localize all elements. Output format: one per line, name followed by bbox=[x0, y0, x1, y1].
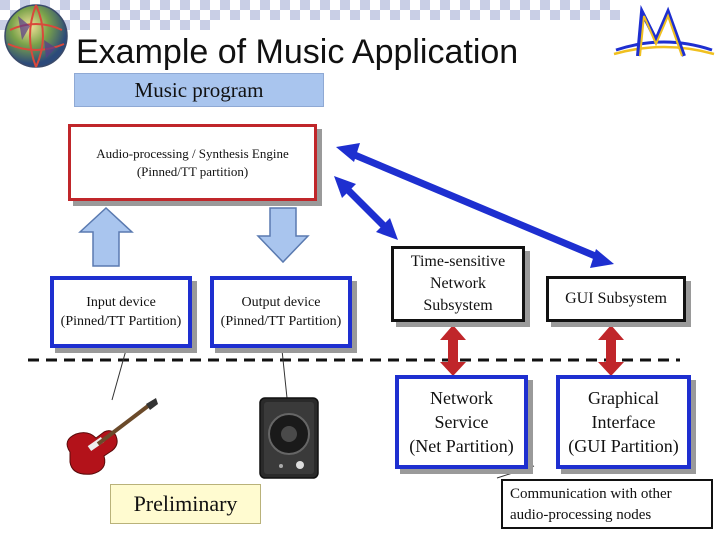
comm-line1: Communication with other bbox=[510, 486, 672, 502]
net-line2: Service bbox=[434, 412, 489, 432]
output-device-title: Output device bbox=[241, 295, 321, 310]
net-line1: Network bbox=[430, 388, 493, 408]
gfx-line2: Interface bbox=[591, 412, 656, 432]
globe-logo-icon bbox=[4, 4, 68, 68]
gui-subsystem-label: GUI Subsystem bbox=[565, 290, 667, 307]
output-device-partition: (Pinned/TT Partition) bbox=[220, 314, 342, 329]
network-service-box: Network Service (Net Partition) bbox=[395, 375, 528, 469]
up-arrow-icon bbox=[78, 206, 134, 267]
engine-partition: (Pinned/TT partition) bbox=[136, 163, 249, 179]
down-arrow-icon bbox=[256, 207, 310, 264]
output-device-box: Output device (Pinned/TT Partition) bbox=[210, 276, 352, 348]
engine-gui-arrow-icon bbox=[336, 143, 614, 268]
speaker-icon bbox=[259, 397, 319, 479]
gui-subsystem-box: GUI Subsystem bbox=[546, 276, 686, 322]
engine-tsn-arrow-icon bbox=[334, 176, 398, 240]
music-program-label: Music program bbox=[74, 73, 324, 107]
comm-line2: audio-processing nodes bbox=[510, 507, 652, 523]
page-title: Example of Music Application bbox=[76, 33, 519, 71]
guitar-icon bbox=[66, 398, 158, 475]
synthesis-engine-box: Audio-processing / Synthesis Engine (Pin… bbox=[68, 124, 317, 201]
gfx-line3: (GUI Partition) bbox=[568, 436, 679, 456]
tsn-subsystem-box: Time-sensitive Network Subsystem bbox=[391, 246, 525, 322]
net-line3: (Net Partition) bbox=[409, 436, 514, 456]
tsn-line1: Time-sensitive bbox=[410, 253, 506, 270]
input-device-box: Input device (Pinned/TT Partition) bbox=[50, 276, 192, 348]
gfx-line1: Graphical bbox=[588, 388, 659, 408]
bridge-logo-icon bbox=[613, 4, 715, 57]
graphical-interface-box: Graphical Interface (GUI Partition) bbox=[556, 375, 691, 469]
gui-gfx-arrow-icon bbox=[598, 325, 624, 376]
tsn-line3: Subsystem bbox=[423, 297, 493, 314]
input-device-partition: (Pinned/TT Partition) bbox=[60, 314, 182, 329]
tsn-line2: Network bbox=[430, 275, 486, 292]
engine-title: Audio-processing / Synthesis Engine bbox=[96, 145, 289, 161]
preliminary-label: Preliminary bbox=[110, 484, 261, 524]
input-device-title: Input device bbox=[86, 295, 156, 310]
communication-note: Communication with other audio-processin… bbox=[501, 479, 713, 529]
tsn-netsvc-arrow-icon bbox=[440, 325, 466, 376]
